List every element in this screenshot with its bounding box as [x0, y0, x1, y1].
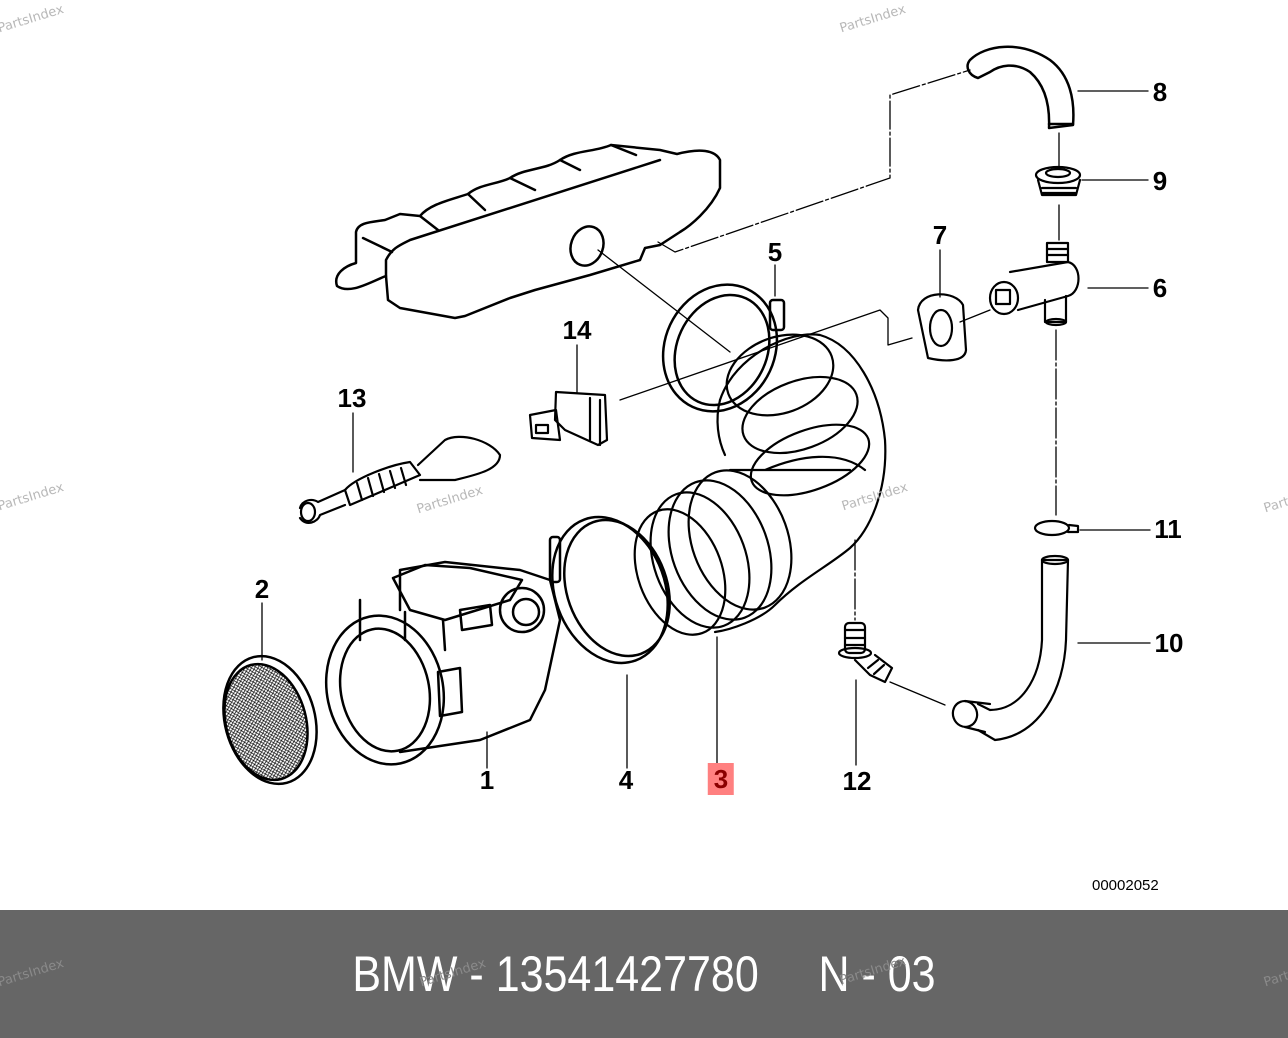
callout-4[interactable]: 4 — [618, 765, 634, 795]
part-2-screen-drawing — [222, 654, 318, 786]
caption-gap — [759, 945, 819, 1003]
part-number-footer: BMW - 13541427780 N - 03 PartsIndex Part… — [0, 910, 1288, 1038]
part-14-sensor-drawing — [528, 390, 609, 447]
callout-7[interactable]: 7 — [932, 220, 948, 250]
parts-diagram: 1 2 3 4 5 6 7 8 9 10 11 12 13 14 0000205… — [0, 2, 1288, 894]
leader-lines — [261, 69, 1151, 769]
callout-6[interactable]: 6 — [1152, 273, 1168, 303]
part-number: 13541427780 — [495, 946, 759, 1002]
watermark: PartsIndex — [1262, 956, 1288, 991]
callout-9[interactable]: 9 — [1152, 166, 1168, 196]
callout-2[interactable]: 2 — [254, 574, 270, 604]
callout-1[interactable]: 1 — [479, 765, 495, 795]
diagram-code: 00002052 — [1092, 877, 1159, 894]
intake-manifold-drawing — [334, 143, 722, 320]
callout-12[interactable]: 12 — [842, 766, 872, 796]
callout-3-highlighted[interactable]: 3 — [707, 763, 735, 795]
watermark: PartsIndex — [0, 956, 66, 991]
caption-separator: - — [457, 946, 496, 1002]
part-6-valve-drawing — [988, 241, 1080, 327]
part-3-intake-boot-drawing — [633, 333, 887, 636]
callout-5[interactable]: 5 — [767, 237, 783, 267]
callout-10[interactable]: 10 — [1154, 628, 1184, 658]
part-13-grommet-drawing — [298, 435, 502, 524]
part-4-clamp-drawing — [548, 515, 671, 665]
part-12-elbow-drawing — [837, 621, 894, 684]
callout-8[interactable]: 8 — [1152, 77, 1168, 107]
diagram-drawing — [222, 45, 1151, 786]
part-caption: BMW - 13541427780 N - 03 — [90, 910, 1198, 1038]
part-1-maf-drawing — [324, 560, 562, 766]
part-8-pipe-drawing — [966, 45, 1075, 130]
callout-13[interactable]: 13 — [337, 383, 367, 413]
position-label: N - 03 — [818, 946, 936, 1002]
part-10-hose-drawing — [951, 554, 1070, 742]
part-9-grommet-drawing — [1034, 165, 1082, 197]
part-5-clamp-drawing — [661, 283, 786, 413]
callout-11[interactable]: 11 — [1154, 514, 1182, 544]
part-11-clamp-drawing — [1033, 519, 1080, 537]
callout-14[interactable]: 14 — [562, 315, 592, 345]
brand-label: BMW — [352, 946, 458, 1002]
part-7-seal-drawing — [916, 293, 968, 362]
